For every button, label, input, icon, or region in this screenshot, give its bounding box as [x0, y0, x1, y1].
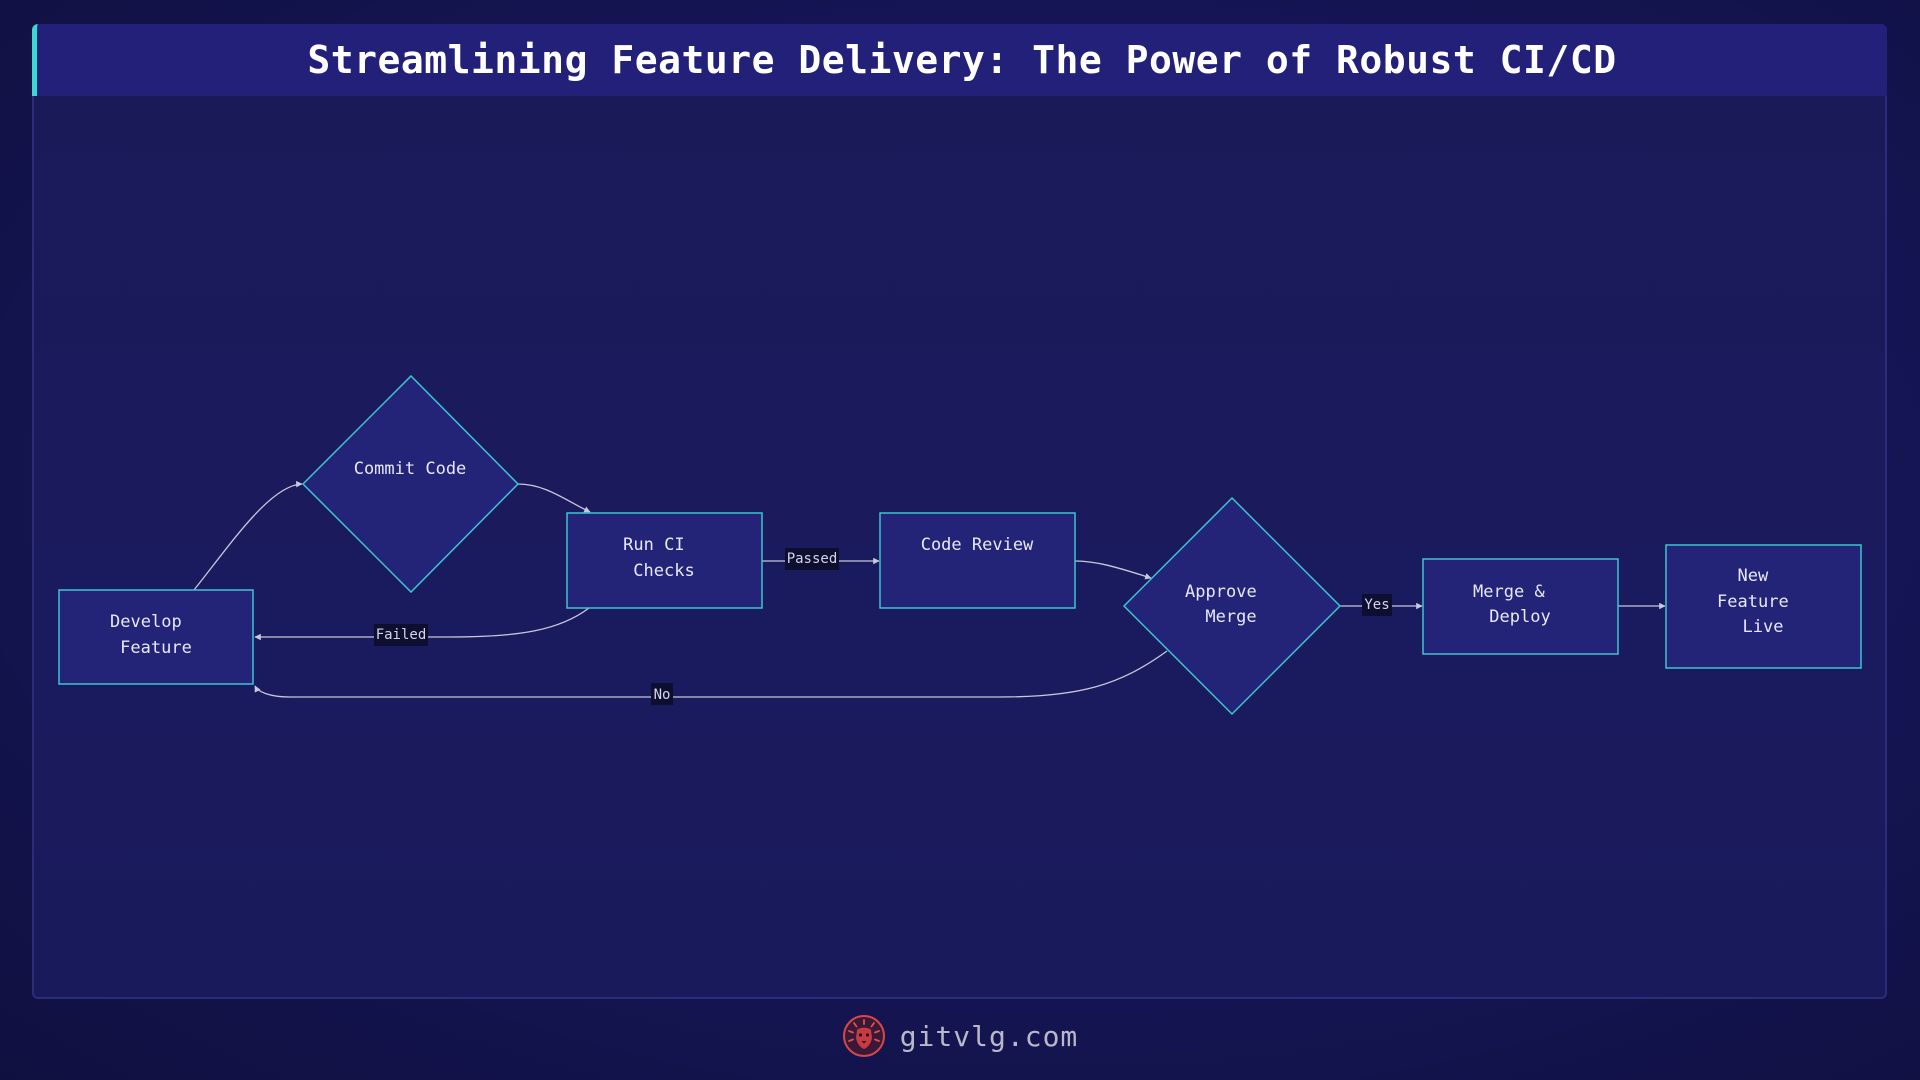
node-run-ci-checks[interactable]: Run CI Checks	[566, 512, 763, 609]
node-develop-feature[interactable]: Develop Feature	[58, 589, 254, 685]
node-commit-code[interactable]: Commit Code	[301, 374, 520, 594]
title-bar: Streamlining Feature Delivery: The Power…	[32, 24, 1887, 96]
edge-label-yes: Yes	[1362, 594, 1392, 616]
node-code-review-label: Code Review	[921, 535, 1034, 555]
node-new-feature-live[interactable]: New Feature Live	[1665, 544, 1862, 669]
node-merge-deploy[interactable]: Merge & Deploy	[1422, 558, 1619, 655]
edge-ci-develop-failed	[254, 607, 590, 641]
svg-text:Yes: Yes	[1364, 597, 1389, 613]
node-merge-deploy-label: Merge & Deploy	[1473, 582, 1555, 627]
edge-review-approve	[1074, 560, 1152, 580]
edge-commit-ci	[517, 483, 591, 513]
svg-text:Failed: Failed	[376, 627, 427, 643]
lion-logo-icon	[842, 1015, 885, 1057]
footer-brand[interactable]: gitvlg.com	[899, 1019, 1079, 1053]
edge-label-passed: Passed	[785, 548, 839, 570]
node-new-feature-live-label: New Feature Live	[1717, 566, 1799, 637]
node-code-review[interactable]: Code Review	[879, 512, 1076, 609]
footer: gitvlg.com	[0, 1010, 1920, 1062]
page-title: Streamlining Feature Delivery: The Power…	[307, 38, 1617, 82]
svg-text:No: No	[654, 687, 671, 703]
node-approve-merge[interactable]: Approve Merge	[1122, 496, 1342, 716]
svg-text:Passed: Passed	[787, 551, 838, 567]
edge-label-failed: Failed	[374, 624, 428, 646]
node-commit-code-label: Commit Code	[354, 459, 467, 479]
edge-label-no: No	[651, 683, 673, 705]
node-run-ci-checks-label: Run CI Checks	[623, 535, 695, 581]
node-approve-merge-label: Approve Merge	[1185, 582, 1267, 627]
node-develop-feature-label: Develop Feature	[110, 612, 192, 658]
edge-develop-commit	[193, 480, 303, 591]
edge-approve-develop-no	[254, 650, 1168, 698]
edges	[193, 480, 1666, 698]
